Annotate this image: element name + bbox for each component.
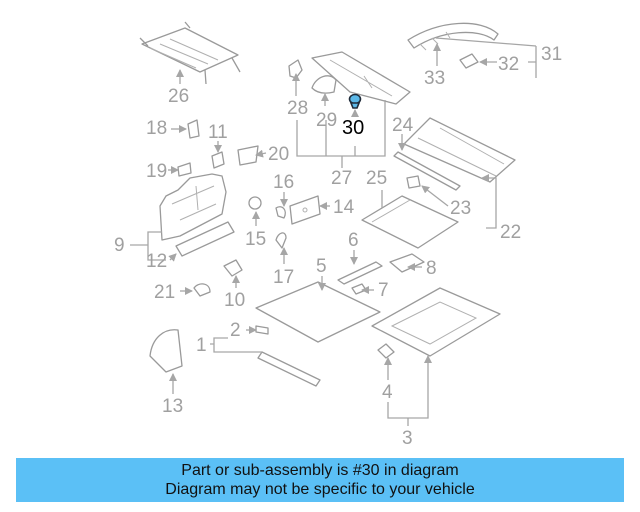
part-17-hook[interactable]	[275, 232, 287, 249]
part-21-handle[interactable]	[193, 283, 211, 297]
callout-10: 10	[224, 290, 245, 311]
part-4-cap[interactable]	[377, 343, 395, 359]
part-25-cargo-floor[interactable]	[361, 195, 459, 249]
callout-6: 6	[348, 230, 359, 251]
part-1-sill-plate[interactable]	[257, 351, 321, 387]
callout-22: 22	[500, 222, 521, 243]
callout-17: 17	[273, 267, 294, 288]
callout-31: 31	[541, 44, 562, 65]
callout-29: 29	[316, 110, 337, 131]
part-22-rear-trim-panel[interactable]	[403, 117, 516, 183]
callout-33: 33	[424, 68, 445, 89]
part-30-fastener[interactable]	[348, 93, 362, 109]
callout-7: 7	[378, 280, 389, 301]
part-19-bracket[interactable]	[177, 162, 192, 177]
callout-32: 32	[498, 54, 519, 75]
callout-20: 20	[268, 144, 289, 165]
callout-28: 28	[287, 98, 308, 119]
part-15-grommet[interactable]	[248, 196, 262, 210]
callout-25: 25	[366, 168, 387, 189]
callout-11: 11	[208, 122, 228, 143]
part-2-clip[interactable]	[255, 325, 269, 335]
callout-21: 21	[154, 282, 175, 303]
callout-14: 14	[333, 197, 355, 218]
callout-1: 1	[196, 335, 207, 356]
callout-16: 16	[273, 172, 294, 193]
part-27-rear-shelf[interactable]	[311, 51, 411, 105]
part-5-floor-mat[interactable]	[255, 281, 381, 343]
part-12-sill-trim[interactable]	[175, 221, 235, 257]
part-14-panel[interactable]	[289, 195, 321, 225]
callout-4: 4	[382, 382, 393, 403]
part-8-bracket[interactable]	[389, 253, 425, 273]
part-3-cargo-tray[interactable]	[371, 287, 501, 357]
callout-19: 19	[146, 161, 167, 182]
part-26-cargo-cover[interactable]	[139, 21, 241, 85]
callout-labels: 26 28 29 30 27 33 32 31 24 25 23 22 18 1…	[114, 44, 562, 449]
callout-23: 23	[450, 198, 471, 219]
callout-30: 30	[342, 117, 364, 139]
part-7-clip[interactable]	[351, 283, 367, 295]
part-24-trim-strip[interactable]	[393, 151, 461, 191]
callout-24: 24	[392, 115, 414, 136]
part-18-clip[interactable]	[187, 119, 200, 139]
callout-2: 2	[230, 320, 241, 341]
info-banner: Part or sub-assembly is #30 in diagram D…	[16, 458, 624, 502]
part-23-bracket[interactable]	[406, 175, 421, 189]
callout-5: 5	[316, 256, 327, 277]
callout-26: 26	[168, 86, 189, 107]
callout-27: 27	[331, 168, 352, 189]
part-33-side-rail[interactable]	[407, 22, 499, 51]
part-16-hook[interactable]	[275, 206, 286, 219]
callout-18: 18	[146, 118, 167, 139]
part-32-clip[interactable]	[459, 53, 479, 69]
banner-line-1: Part or sub-assembly is #30 in diagram	[181, 462, 459, 479]
callout-13: 13	[162, 396, 183, 417]
part-13-side-panel[interactable]	[149, 329, 183, 373]
part-9-quarter-trim[interactable]	[159, 173, 227, 241]
part-29-cap[interactable]	[311, 75, 337, 94]
parts-diagram: 26 28 29 30 27 33 32 31 24 25 23 22 18 1…	[114, 21, 562, 449]
part-20-cover[interactable]	[237, 145, 259, 166]
leader-lines	[130, 37, 537, 426]
callout-9: 9	[114, 235, 125, 256]
callout-8: 8	[426, 258, 437, 279]
callout-12: 12	[146, 251, 167, 272]
callout-3: 3	[402, 428, 413, 449]
part-6-rail[interactable]	[337, 261, 383, 285]
part-10-bracket[interactable]	[223, 259, 243, 277]
part-11-bracket[interactable]	[211, 151, 225, 169]
banner-line-2: Diagram may not be specific to your vehi…	[165, 481, 475, 498]
callout-15: 15	[245, 229, 266, 250]
